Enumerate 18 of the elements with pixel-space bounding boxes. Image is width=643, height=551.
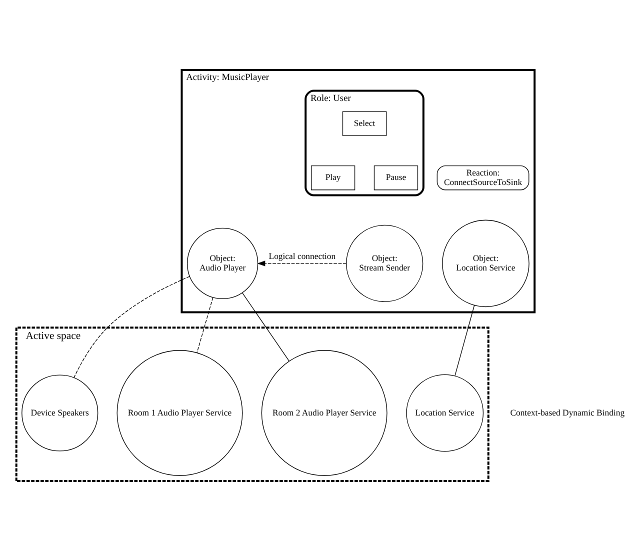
node-box: Play bbox=[310, 165, 356, 190]
arrow bbox=[257, 260, 347, 266]
node-circle: Object: Stream Sender bbox=[346, 224, 424, 302]
node-box: Pause bbox=[374, 165, 418, 190]
connector bbox=[454, 305, 475, 376]
connector bbox=[196, 297, 214, 354]
node-circle: Location Service bbox=[406, 374, 484, 452]
node-circle: Object: Audio Player bbox=[186, 228, 258, 300]
edge-label: Logical connection bbox=[268, 251, 336, 262]
node-box: Select bbox=[342, 111, 387, 136]
label: Context-based Dynamic Binding bbox=[510, 407, 625, 418]
connector bbox=[242, 292, 290, 362]
node-circle: Room 2 Audio Player Service bbox=[261, 350, 388, 476]
connector bbox=[74, 276, 190, 378]
node-circle: Object: Location Service bbox=[442, 220, 530, 308]
node-box: Reaction: ConnectSourceToSink bbox=[436, 165, 530, 190]
node-circle: Device Speakers bbox=[22, 374, 98, 452]
node-circle: Room 1 Audio Player Service bbox=[116, 350, 243, 476]
